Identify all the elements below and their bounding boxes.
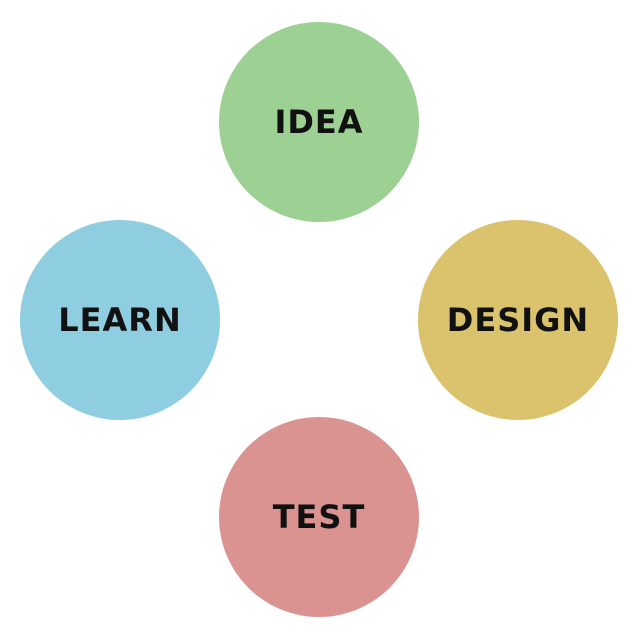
design-circle: DESIGN (418, 220, 618, 420)
test-circle: TEST (219, 417, 419, 617)
idea-circle: IDEA (219, 22, 419, 222)
learn-circle: LEARN (20, 220, 220, 420)
design-label: DESIGN (446, 301, 590, 339)
idea-label: IDEA (274, 103, 364, 141)
test-label: TEST (272, 498, 366, 536)
learn-label: LEARN (58, 301, 182, 339)
